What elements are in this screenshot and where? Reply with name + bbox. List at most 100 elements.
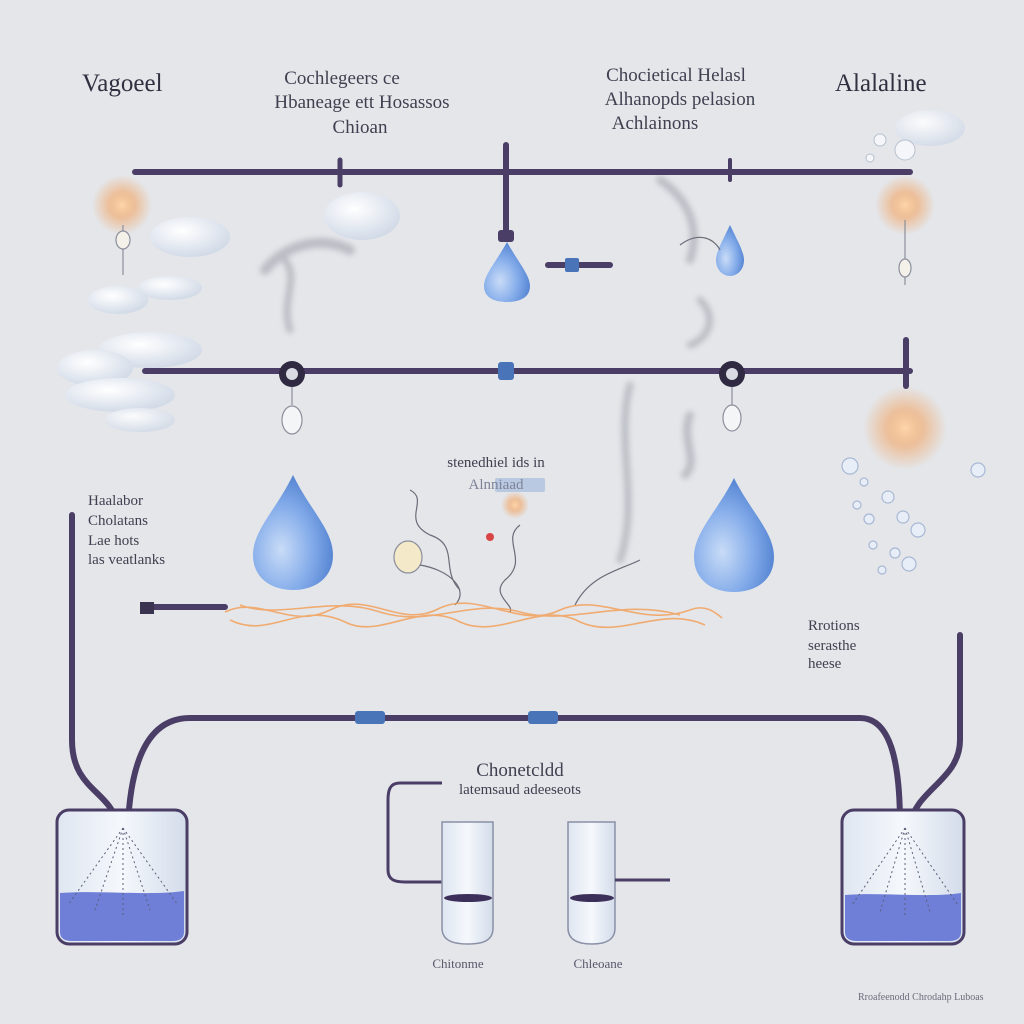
bubble-icon bbox=[877, 565, 887, 575]
bubble-icon bbox=[841, 457, 859, 475]
pipe-right-outer bbox=[907, 632, 963, 828]
valve-icon bbox=[498, 362, 514, 380]
flame-wave bbox=[224, 602, 723, 619]
spark-glows bbox=[92, 175, 947, 519]
tank-left bbox=[55, 808, 189, 946]
mid-right-line-1: Rrotions bbox=[808, 618, 860, 634]
cloud-icon bbox=[57, 350, 133, 386]
cloud-icon bbox=[88, 286, 148, 314]
indicator-dot bbox=[486, 533, 494, 541]
cloud-icon bbox=[138, 276, 202, 300]
bubble-icon bbox=[894, 139, 916, 161]
cloud-group-left bbox=[57, 217, 230, 432]
smoke-wisp bbox=[656, 176, 698, 264]
smoke-wisp bbox=[260, 238, 355, 275]
bubble-icon bbox=[881, 490, 895, 504]
pipe-bottom-loop bbox=[125, 715, 903, 828]
flame-wave bbox=[239, 604, 681, 618]
light-bulb-icon bbox=[281, 375, 303, 435]
wire bbox=[419, 564, 461, 606]
light-bulb-icon bbox=[898, 220, 912, 285]
bubble-icon bbox=[859, 477, 869, 487]
top-center-left-line-1: Cochlegeers ce bbox=[284, 68, 400, 89]
top-center-left-line-2: Hbaneage ett Hosassos bbox=[274, 92, 450, 113]
cloud-icon bbox=[65, 378, 175, 412]
bubble-icon bbox=[852, 500, 862, 510]
mid-left-line-2: Cholatans bbox=[88, 513, 148, 529]
bottom-center-title: Chonetcldd bbox=[476, 760, 564, 781]
cloud-icon bbox=[895, 110, 965, 146]
bubble-icon bbox=[868, 540, 878, 550]
cloud-group-right bbox=[865, 110, 965, 163]
water-drop-icon bbox=[694, 478, 774, 592]
mid-left-line-3: Lae hots bbox=[88, 533, 140, 549]
smoke-wisp bbox=[281, 256, 295, 334]
water-drop-icon bbox=[253, 475, 333, 590]
wire bbox=[679, 236, 721, 251]
top-left-title: Vagoeel bbox=[82, 70, 163, 97]
valve-icon bbox=[279, 361, 305, 387]
mid-center-line-2: Alnniaad bbox=[468, 477, 524, 493]
water-drop-icon bbox=[716, 225, 744, 276]
test-tubes bbox=[386, 781, 670, 945]
wire bbox=[574, 559, 641, 606]
valve-icon bbox=[528, 711, 558, 724]
cloud-icon bbox=[150, 217, 230, 257]
spark-icon bbox=[863, 386, 947, 470]
heating-element bbox=[224, 602, 723, 629]
top-center-right-line-1: Chocietical Helasl bbox=[606, 65, 746, 86]
top-center-right-line-3: Achlainons bbox=[611, 113, 699, 134]
water-drops bbox=[253, 225, 774, 592]
bubble-icon bbox=[863, 513, 875, 525]
mid-center-line-1: stenedhiel ids in bbox=[447, 455, 545, 471]
bottom-center-subtitle: latemsaud adeeseots bbox=[458, 782, 582, 798]
tank-right bbox=[840, 808, 966, 946]
mid-left-line-1: Haalabor bbox=[88, 493, 143, 509]
wire bbox=[499, 524, 521, 613]
mid-right-line-2: serasthe bbox=[808, 638, 857, 654]
top-center-left-line-3: Chioan bbox=[332, 117, 388, 138]
bubble-icon bbox=[901, 556, 917, 572]
spark-icon bbox=[92, 175, 152, 235]
tank-liquid bbox=[60, 891, 184, 941]
valve-icon bbox=[498, 230, 514, 242]
pipes bbox=[69, 142, 963, 828]
valve-icon bbox=[719, 361, 745, 387]
smoke-wisps bbox=[260, 176, 714, 564]
light-bulb-icon bbox=[393, 540, 423, 574]
cloud-icon bbox=[324, 192, 400, 240]
light-bulb-icon bbox=[722, 385, 742, 432]
valves bbox=[140, 230, 745, 724]
top-right-title: Alalaline bbox=[835, 70, 927, 97]
mid-right-line-3: heese bbox=[808, 656, 842, 672]
bubbles-right bbox=[841, 457, 986, 575]
valve-icon bbox=[355, 711, 385, 724]
water-drop-icon bbox=[484, 242, 530, 302]
valve-icon bbox=[565, 258, 579, 272]
cloud-icon bbox=[105, 408, 175, 432]
wire bbox=[409, 489, 461, 591]
spark-icon bbox=[875, 175, 935, 235]
bubble-icon bbox=[896, 510, 910, 524]
spray-lines bbox=[67, 827, 179, 915]
light-bulb-icon bbox=[115, 225, 131, 275]
spray-lines bbox=[851, 827, 959, 915]
wires bbox=[409, 236, 721, 613]
bubble-icon bbox=[910, 522, 926, 538]
test-tube-icon bbox=[567, 821, 616, 945]
flame-wave bbox=[229, 614, 706, 629]
footer-credit: Rroafeenodd Chrodahp Luboas bbox=[858, 992, 984, 1003]
smoke-wisp bbox=[686, 296, 714, 349]
tank-liquid bbox=[845, 893, 961, 941]
valve-icon bbox=[140, 602, 154, 614]
bubble-icon bbox=[970, 462, 986, 478]
bubble-icon bbox=[865, 153, 875, 163]
tube-label-left: Chitonme bbox=[432, 956, 484, 971]
light-bulbs bbox=[115, 220, 912, 574]
bubble-icon bbox=[889, 547, 901, 559]
mid-left-line-4: las veatlanks bbox=[88, 552, 166, 568]
bubble-icon bbox=[873, 133, 887, 147]
valve-icon bbox=[495, 478, 545, 492]
tube-feed-pipe bbox=[386, 781, 442, 884]
